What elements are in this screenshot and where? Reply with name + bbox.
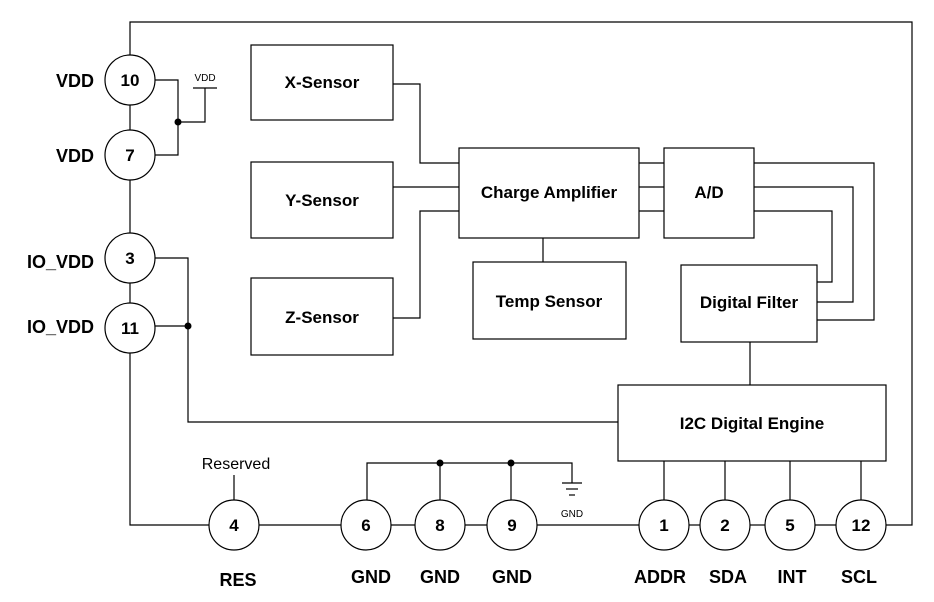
pin-6-name: GND [351,567,391,587]
pin-11-number: 11 [121,319,139,338]
block-x-sensor: X-Sensor [250,44,394,121]
pin-10: 10 VDD [56,54,156,106]
junctions [174,118,515,467]
junction-gnd8 [436,459,444,467]
outer-frame-wire [129,21,913,526]
y-sensor-label: Y-Sensor [285,191,359,210]
block-digital-filter: Digital Filter [680,264,818,343]
block-z-sensor: Z-Sensor [250,277,394,356]
pin-2-number: 2 [720,516,729,535]
gnd-symbol-label: GND [561,509,583,520]
vdd-symbol-label: VDD [194,73,215,84]
z-sensor-label: Z-Sensor [285,308,359,327]
pin-10-name: VDD [56,71,94,91]
pin-6-number: 6 [361,516,370,535]
pin-4: 4 RES [208,499,260,590]
ad-label: A/D [694,183,723,202]
wire-ad-df-2 [754,186,854,303]
reserved-label: Reserved [202,456,270,473]
pin-7: 7 VDD [56,129,156,181]
pin-2: 2 SDA [699,499,751,587]
block-ad: A/D [663,147,755,239]
block-i2c-engine: I2C Digital Engine [617,384,887,462]
wire-ad-df-3 [754,210,833,283]
wire-vdd-node [155,79,179,156]
wires [129,21,913,526]
pin-3-number: 3 [125,249,134,268]
pin-9-number: 9 [507,516,516,535]
charge-amplifier-label: Charge Amplifier [481,183,618,202]
pin-5-name: INT [778,567,807,587]
pin-7-number: 7 [125,146,134,165]
block-y-sensor: Y-Sensor [250,161,394,239]
block-temp-sensor: Temp Sensor [472,261,627,340]
pin-3-name: IO_VDD [27,252,94,272]
wire-ad-df-1 [754,162,875,321]
pin-8-name: GND [420,567,460,587]
pin-12: 12 SCL [835,499,887,587]
pin-1-number: 1 [659,516,668,535]
pin-12-name: SCL [841,567,877,587]
block-charge-amplifier: Charge Amplifier [458,147,640,239]
pin-1-name: ADDR [634,567,686,587]
pin-5-number: 5 [785,516,794,535]
wire-gnd-bus [366,462,573,500]
pin-3: 3 IO_VDD [27,232,156,284]
pin-2-name: SDA [709,567,747,587]
pin-9-name: GND [492,567,532,587]
i2c-engine-label: I2C Digital Engine [680,414,825,433]
x-sensor-label: X-Sensor [285,73,360,92]
pin-8: 8 GND [414,499,466,587]
wire-z-amp [393,210,459,319]
pin-4-number: 4 [229,516,239,535]
junction-gnd9 [507,459,515,467]
pin-7-name: VDD [56,146,94,166]
wire-x-amp [393,83,459,164]
pin-12-number: 12 [852,516,871,535]
wire-vdd-symbol [178,88,206,123]
pin-9: 9 GND [486,499,538,587]
pin-4-name: RES [219,570,256,590]
pin-6: 6 GND [340,499,392,587]
junction-vdd [174,118,182,126]
wire-11-res [129,353,209,526]
digital-filter-label: Digital Filter [700,293,799,312]
pin-8-number: 8 [435,516,444,535]
pin-5: 5 INT [764,499,816,587]
pin-1: 1 ADDR [634,499,690,587]
junction-iovdd [184,322,192,330]
wire-iovdd-node [155,257,618,423]
pin-11: 11 IO_VDD [27,302,156,354]
pin-11-name: IO_VDD [27,317,94,337]
temp-sensor-label: Temp Sensor [496,292,603,311]
pin-10-number: 10 [121,71,140,90]
